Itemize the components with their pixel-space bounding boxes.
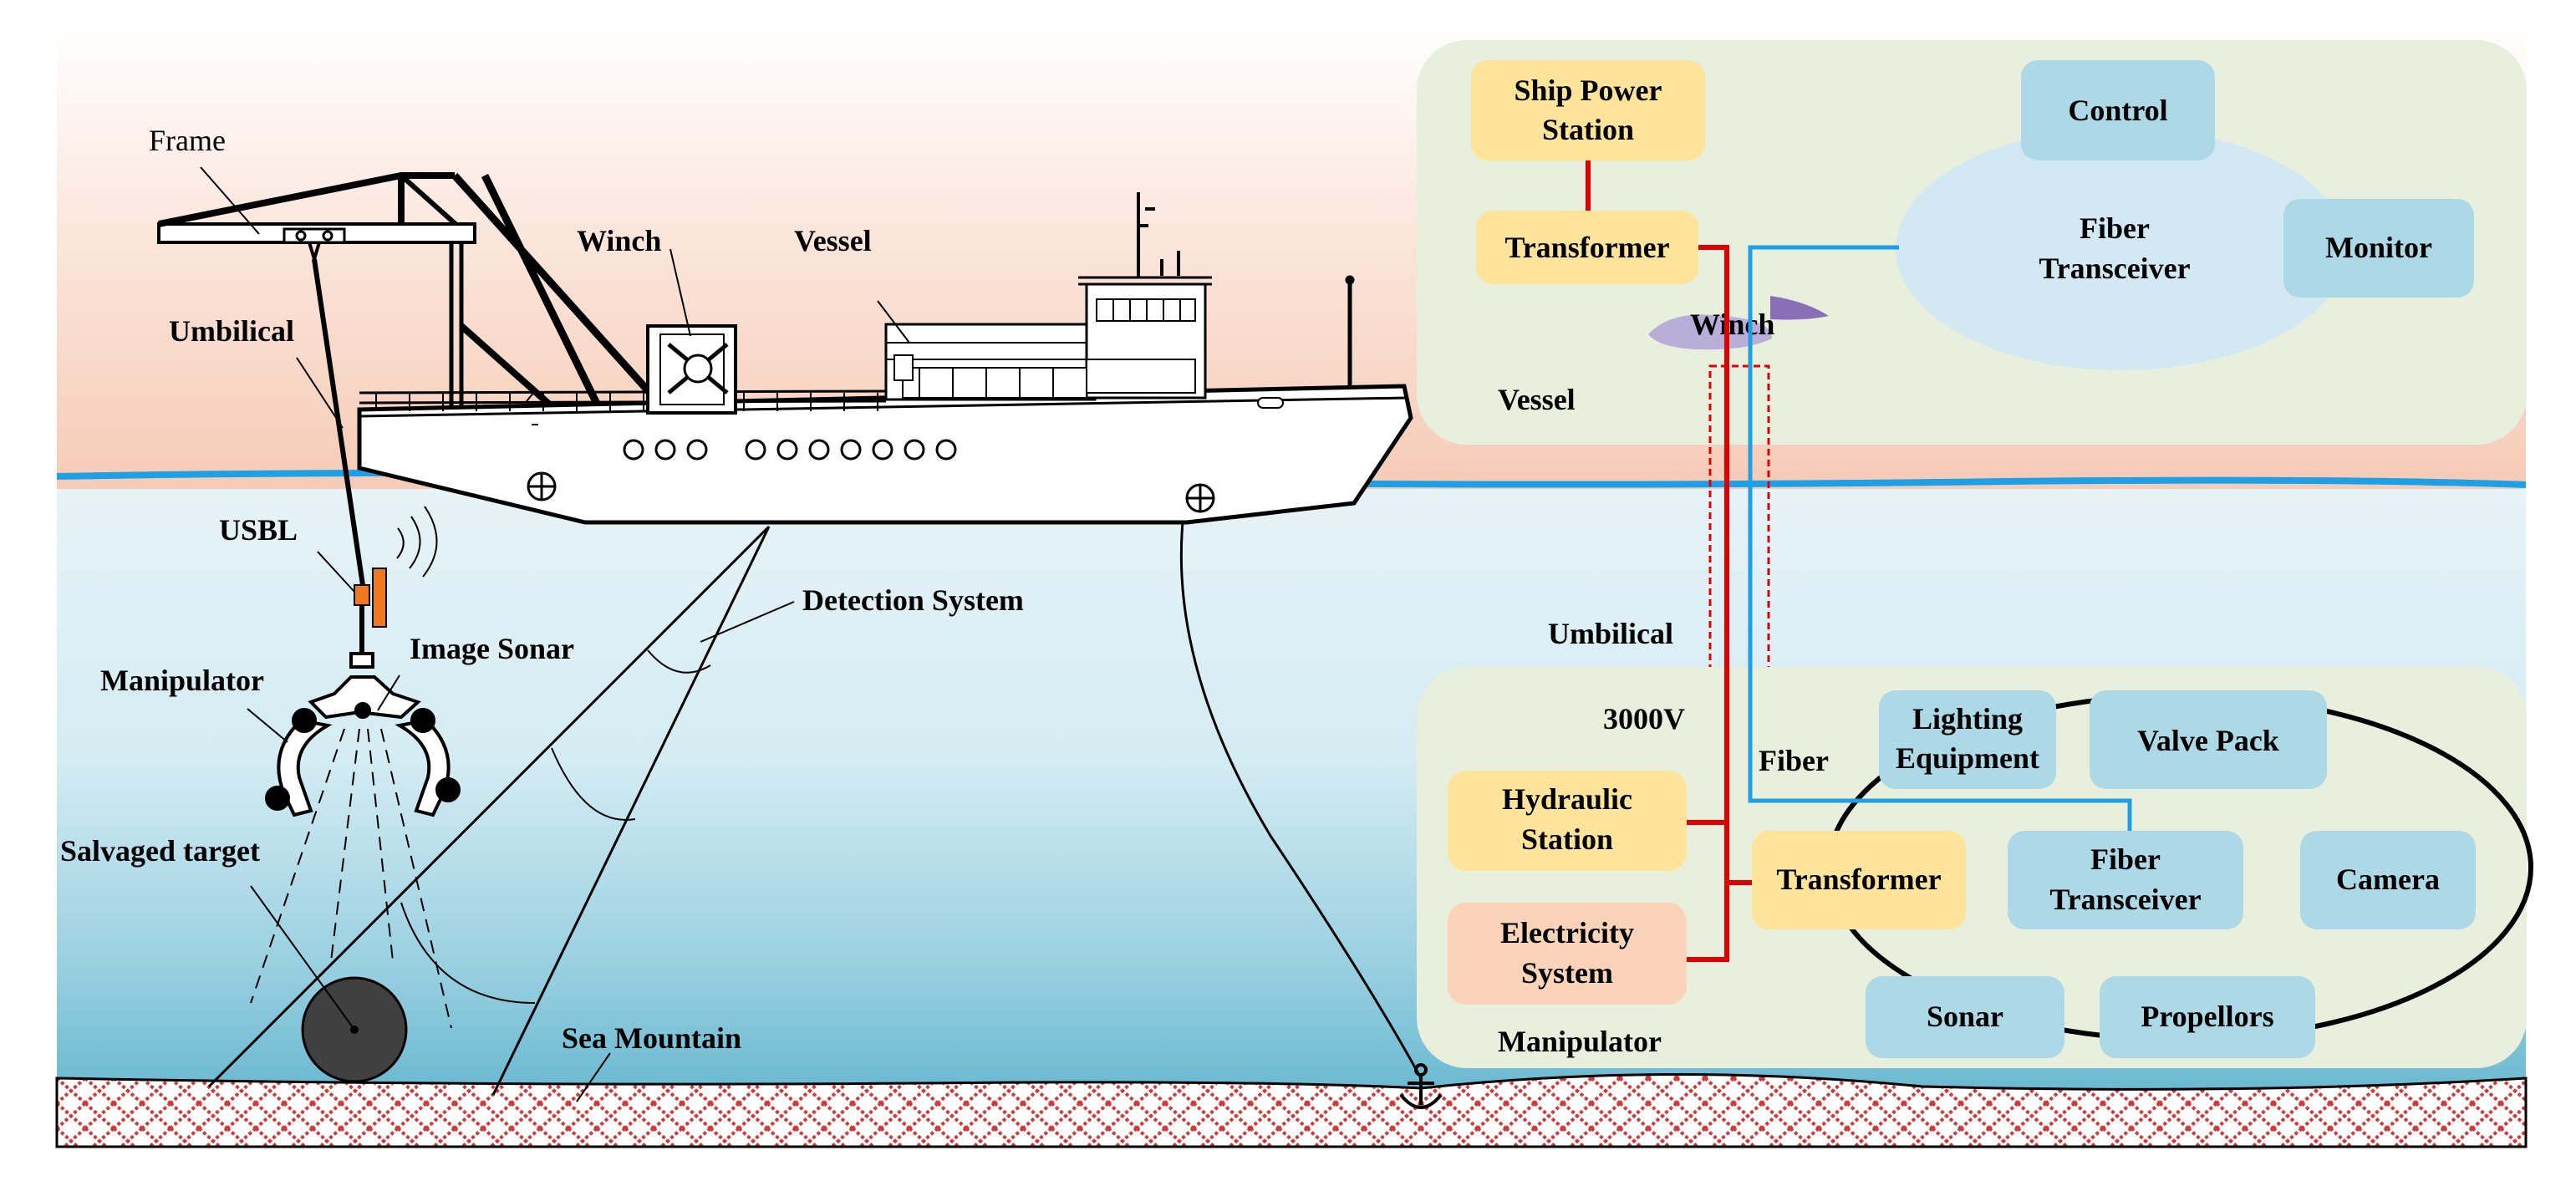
vessel-transformer-box: [1476, 211, 1698, 284]
winch-label: Winch: [577, 224, 661, 257]
image-sonar-label: Image Sonar: [410, 632, 574, 665]
manipulator-transformer-box: [1752, 831, 1966, 929]
vessel-panel-label: Vessel: [1498, 383, 1576, 416]
lighting-equipment-line1: Lighting: [1912, 702, 2023, 736]
control-label: Control: [2068, 94, 2167, 127]
vessel-label: Vessel: [794, 224, 872, 257]
monitor-label: Monitor: [2325, 231, 2432, 264]
detection-system-beam: [207, 525, 795, 1102]
voltage-label: 3000V: [1603, 702, 1685, 736]
manipulator-fiber-transceiver-box: [2008, 831, 2243, 929]
manipulator-fiber-transceiver-line2: Transceiver: [2049, 883, 2201, 916]
hydraulic-station-box: [1448, 771, 1687, 871]
manipulator-panel-label: Manipulator: [1498, 1025, 1662, 1058]
valve-pack-label: Valve Pack: [2137, 724, 2279, 757]
sonar-box: [1866, 976, 2064, 1058]
manipulator-label: Manipulator: [100, 664, 264, 697]
hydraulic-station-line1: Hydraulic: [1502, 782, 1632, 816]
camera-box: [2300, 831, 2476, 929]
ship-power-station-box: [1471, 60, 1705, 160]
deck-winch: [646, 248, 737, 415]
control-box: [2021, 60, 2215, 160]
usbl-device: [317, 506, 438, 628]
umbilical-pointer: [296, 357, 344, 429]
electricity-system-box: [1448, 903, 1687, 1005]
salvaged-target-label: Salvaged target: [60, 834, 260, 868]
fiber-label: Fiber: [1759, 744, 1829, 777]
detection-system-label: Detection System: [802, 583, 1024, 617]
usbl-label: USBL: [219, 513, 298, 547]
hydraulic-station-line2: Station: [1521, 822, 1613, 856]
manipulator-transformer-label: Transformer: [1776, 863, 1941, 896]
propellors-label: Propellors: [2141, 1000, 2273, 1033]
anchor-line: [1179, 522, 1423, 1079]
electricity-system-line2: System: [1521, 956, 1613, 990]
vessel-transformer-label: Transformer: [1504, 231, 1669, 264]
panel-winch-icon: [1648, 314, 1772, 350]
anchor-icon: [1399, 1063, 1443, 1109]
manipulator-claw: [247, 605, 461, 817]
valve-pack-box: [2090, 690, 2327, 789]
frame-label: Frame: [149, 124, 226, 157]
vessel-pointer: [877, 300, 910, 344]
sea-mountain-label: Sea Mountain: [562, 1021, 741, 1055]
salvaged-target-pointer: [250, 885, 355, 1031]
vessel-fiber-transceiver-ellipse: [1896, 128, 2347, 370]
umbilical-label: Umbilical: [169, 314, 294, 348]
manipulator-fiber-transceiver-line1: Fiber: [2090, 842, 2161, 876]
fiber-lines: [1748, 245, 2132, 831]
vessel-fiber-transceiver-line2: Transceiver: [2039, 252, 2190, 285]
electricity-system-line1: Electricity: [1500, 916, 1634, 949]
seabed: [55, 1072, 2528, 1148]
umbilical-panel-label: Umbilical: [1548, 617, 1673, 650]
crane-frame: [157, 166, 672, 417]
lighting-equipment-box: [1879, 690, 2056, 789]
ship-power-station-line1: Ship Power: [1514, 74, 1662, 107]
vessel-fiber-transceiver-line1: Fiber: [2080, 211, 2150, 245]
panel-winch-icon-accent: [1770, 296, 1829, 320]
panel-winch-label: Winch: [1690, 308, 1774, 341]
ship-power-station-line2: Station: [1542, 113, 1634, 146]
monitor-box: [2283, 199, 2474, 298]
lighting-equipment-line2: Equipment: [1896, 741, 2039, 775]
sonar-label: Sonar: [1927, 1000, 2003, 1033]
power-lines: [1586, 160, 1752, 962]
camera-label: Camera: [2336, 863, 2440, 896]
propellors-box: [2100, 976, 2315, 1058]
vessel-ship: [357, 192, 1413, 525]
